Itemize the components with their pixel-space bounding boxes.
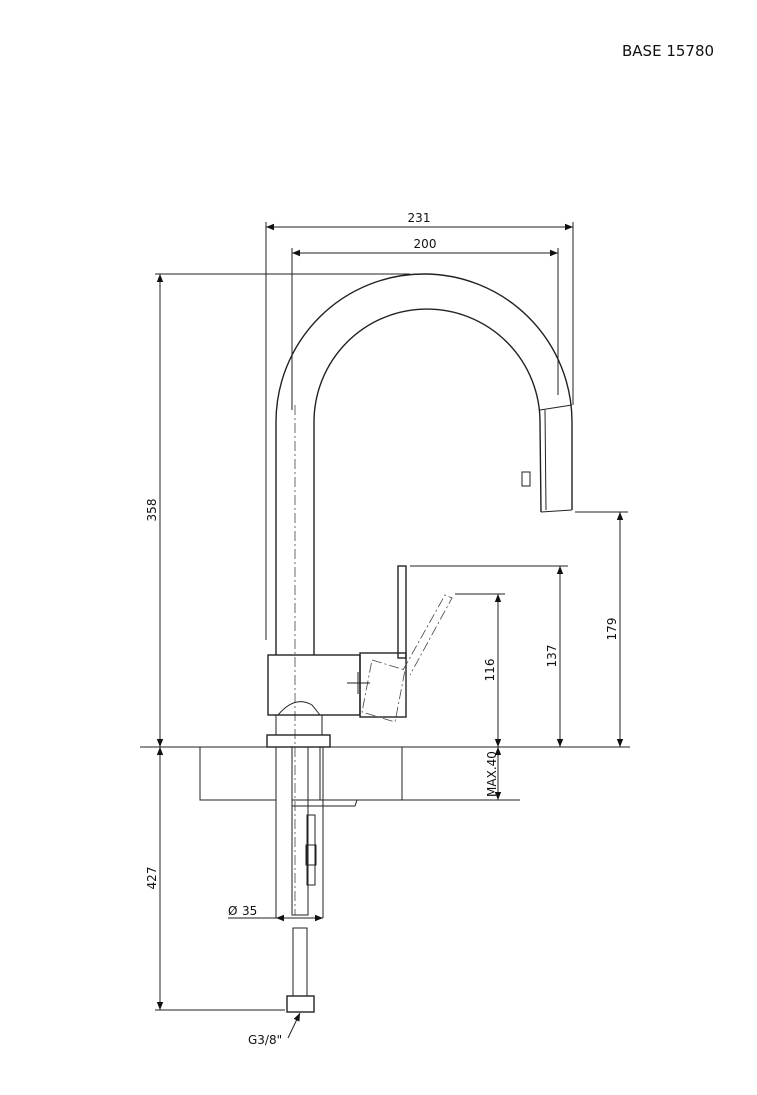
hose-nut [286,995,315,1013]
faucet [266,273,573,915]
dim-116: 116 [483,659,497,682]
connection-label: G3/8" [248,1033,282,1047]
dim-231: 231 [408,211,431,225]
spout-outer [275,273,573,655]
dim-diameter-35: 35 [242,904,257,918]
mixer-body [267,654,361,716]
drawing-title: BASE 15780 [622,42,715,60]
dim-diameter-symbol: Ø [228,904,237,918]
counter-top [140,746,630,807]
shank-and-hose [275,746,324,1013]
spray-button [521,471,531,487]
collar [266,734,331,748]
spray-head [539,404,573,513]
lever-cartridge [359,652,407,718]
dim-max-40: MAX.40 [485,751,499,797]
lever-handle [397,565,407,659]
dim-358: 358 [145,499,159,522]
dim-427: 427 [145,867,159,890]
spout-inner [313,308,542,655]
dim-137: 137 [545,645,559,668]
lever-open-position [361,594,453,723]
dim-200: 200 [414,237,437,251]
dimensions: 231 200 358 179 137 116 MAX.40 427 Ø 35 [145,211,628,1047]
dim-179: 179 [605,618,619,641]
